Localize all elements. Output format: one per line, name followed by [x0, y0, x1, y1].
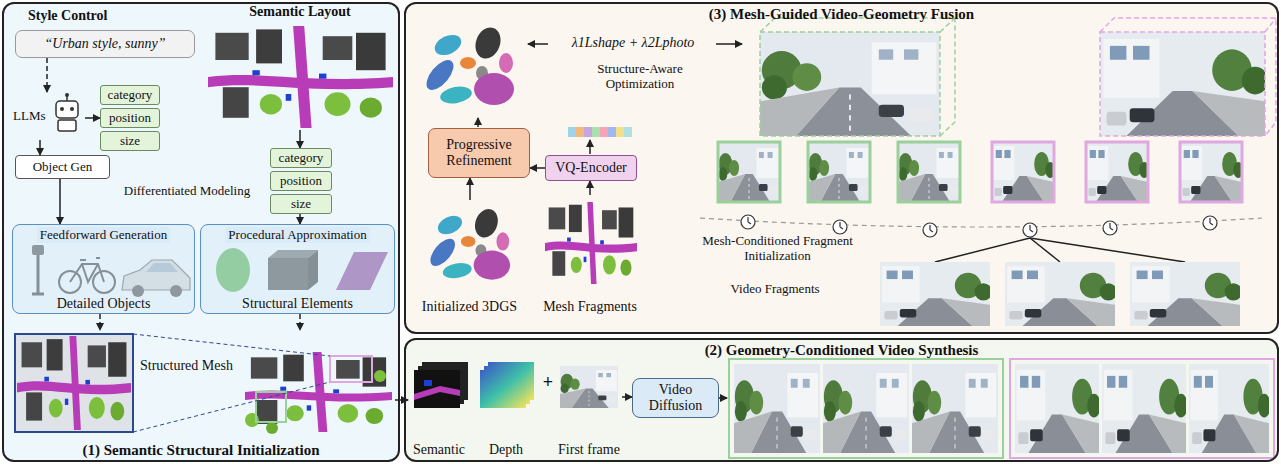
node-text: Structural Elements — [242, 296, 353, 312]
node-text: Style Control — [28, 8, 107, 24]
connector-arrow — [299, 130, 301, 148]
node-text: Procedural Approximation — [225, 227, 369, 243]
attribute-box: category — [270, 148, 332, 168]
stage-panel: (2) Geometry-Conditioned Video Synthesis… — [404, 338, 1279, 462]
fusion-illustration — [422, 18, 1276, 326]
attribute-box: size — [270, 194, 332, 214]
node-text: Feedforward Generation — [37, 227, 170, 243]
node-text: Structured Mesh — [140, 358, 233, 374]
node-text: Detailed Objects — [57, 296, 151, 312]
node-text: position — [280, 173, 322, 189]
synthesis-illustration — [414, 359, 1274, 458]
connector-arrow — [99, 314, 101, 330]
prompt-box: Style Control“Urban style, sunny” — [15, 30, 195, 58]
node-text: size — [291, 196, 311, 212]
connector-arrow — [622, 396, 632, 398]
connector-arrow — [46, 58, 48, 92]
frame-picture: First frame — [556, 360, 622, 458]
node-text: (2) Geometry-Conditioned Video Synthesis — [705, 342, 979, 359]
robot-icon — [56, 93, 78, 131]
node-text: First frame — [558, 442, 620, 458]
connector-arrow — [530, 167, 545, 169]
connector-arrow — [59, 179, 61, 224]
attribute-box: size — [100, 131, 160, 151]
node-text: category — [279, 150, 324, 166]
attribute-box: category — [100, 85, 160, 105]
process-box: Object Gen — [15, 155, 110, 179]
node-text: position — [109, 110, 151, 126]
mesh-picture: Structured Mesh — [12, 330, 395, 434]
mesh-picture: Mesh Fragments — [535, 195, 645, 315]
model-box: Video Diffusion — [632, 378, 719, 418]
node-text: Object Gen — [33, 159, 93, 175]
semantic-map: Semantic — [408, 360, 470, 458]
method-box: Procedural ApproximationStructural Eleme… — [200, 224, 395, 314]
connector-arrow — [39, 140, 41, 155]
node-text: Semantic — [413, 442, 465, 458]
method-box: Feedforward GenerationDetailed Objects — [12, 224, 195, 314]
node-text: Mesh Fragments — [543, 299, 637, 315]
attribute-box: position — [100, 108, 160, 128]
group-label: Video Fragments — [700, 282, 850, 297]
llm-icon: LLMs — [10, 92, 85, 140]
node-text: VQ-Encoder — [555, 160, 627, 176]
loss-formula: λ1Lshape + λ2Lphoto — [553, 35, 713, 51]
step-label: Mesh-Conditioned Fragment Initialization — [690, 234, 865, 264]
node-text: Video Diffusion — [637, 382, 714, 414]
node-text: LLMs — [13, 108, 46, 124]
connector-arrow — [299, 214, 301, 224]
node-text: category — [108, 87, 153, 103]
connector-arrow — [589, 181, 591, 195]
gaussian-picture: Initialized 3DGS — [412, 200, 527, 315]
connector-arrow — [85, 117, 100, 119]
layout-picture: Semantic Layout — [205, 4, 395, 130]
attribute-box: position — [270, 171, 332, 191]
node-text: (1) Semantic Structural Initialization — [82, 442, 319, 459]
node-text: Depth — [489, 442, 523, 458]
connector-arrow — [395, 399, 408, 401]
node-text: (3) Mesh-Guided Video-Geometry Fusion — [709, 6, 974, 23]
step-label: Differentiated Modeling — [112, 184, 262, 199]
depth-map: Depth — [474, 360, 538, 458]
node-text: “Urban style, sunny” — [45, 36, 166, 52]
node-text: Progressive Refinement — [433, 137, 525, 169]
structured-mesh-picture — [15, 334, 392, 434]
connector-arrow — [299, 314, 301, 330]
process-box: Progressive Refinement — [428, 128, 530, 178]
semantic-layout-picture — [208, 26, 393, 128]
step-label: Structure-Aware Optimization — [580, 62, 700, 92]
encoder-box: VQ-Encoder — [545, 155, 637, 181]
plus-sign: + — [540, 372, 556, 393]
node-text: Initialized 3DGS — [422, 299, 517, 315]
connector-arrow — [469, 178, 471, 200]
stage-panel: (3) Mesh-Guided Video-Geometry FusionPro… — [404, 2, 1279, 334]
node-text: Semantic Layout — [249, 4, 351, 20]
node-text: size — [120, 133, 140, 149]
stage-panel: (1) Semantic Structural Initialization St… — [2, 2, 400, 462]
